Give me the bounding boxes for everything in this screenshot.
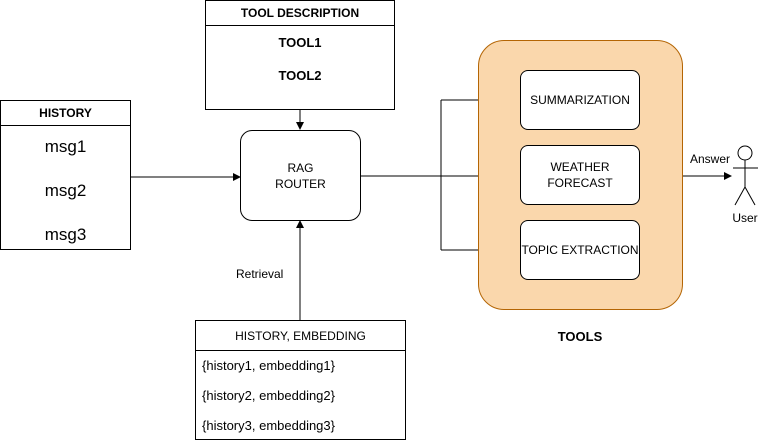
tool-label: WEATHER [550, 160, 610, 174]
tool-item: TOOL2 [278, 67, 322, 83]
store-title: HISTORY, EMBEDDING [196, 321, 405, 351]
user-label: User [732, 211, 758, 225]
tool-topic-extraction: TOPIC EXTRACTION [520, 220, 640, 280]
tool-label: SUMMARIZATION [530, 93, 630, 107]
tool-summarization: SUMMARIZATION [520, 70, 640, 130]
store-row: {history3, embedding3} [202, 418, 335, 433]
rag-router-node: RAG ROUTER [240, 130, 361, 221]
user-icon [733, 145, 758, 206]
history-message: msg2 [44, 181, 87, 200]
tool-label: TOPIC EXTRACTION [521, 243, 639, 257]
router-line: ROUTER [275, 176, 326, 191]
history-embedding-store: HISTORY, EMBEDDING {history1, embedding1… [195, 320, 406, 440]
history-message: msg1 [44, 137, 87, 156]
tool-weather-forecast: WEATHER FORECAST [520, 145, 640, 205]
tool-description-box: TOOL DESCRIPTION TOOL1 TOOL2 [205, 0, 395, 110]
tools-label: TOOLS [557, 328, 603, 344]
store-row: {history2, embedding2} [202, 388, 335, 403]
router-line: RAG [287, 160, 314, 175]
history-box: HISTORY msg1 msg2 msg3 [0, 100, 131, 250]
tool-label: FORECAST [547, 176, 613, 190]
tool-description-title: TOOL DESCRIPTION [206, 1, 394, 26]
history-title: HISTORY [1, 101, 130, 126]
retrieval-label: Retrieval [236, 267, 284, 281]
tool-item: TOOL1 [278, 34, 322, 50]
answer-label: Answer [690, 152, 731, 166]
store-row: {history1, embedding1} [202, 358, 335, 373]
history-message: msg3 [44, 225, 87, 244]
